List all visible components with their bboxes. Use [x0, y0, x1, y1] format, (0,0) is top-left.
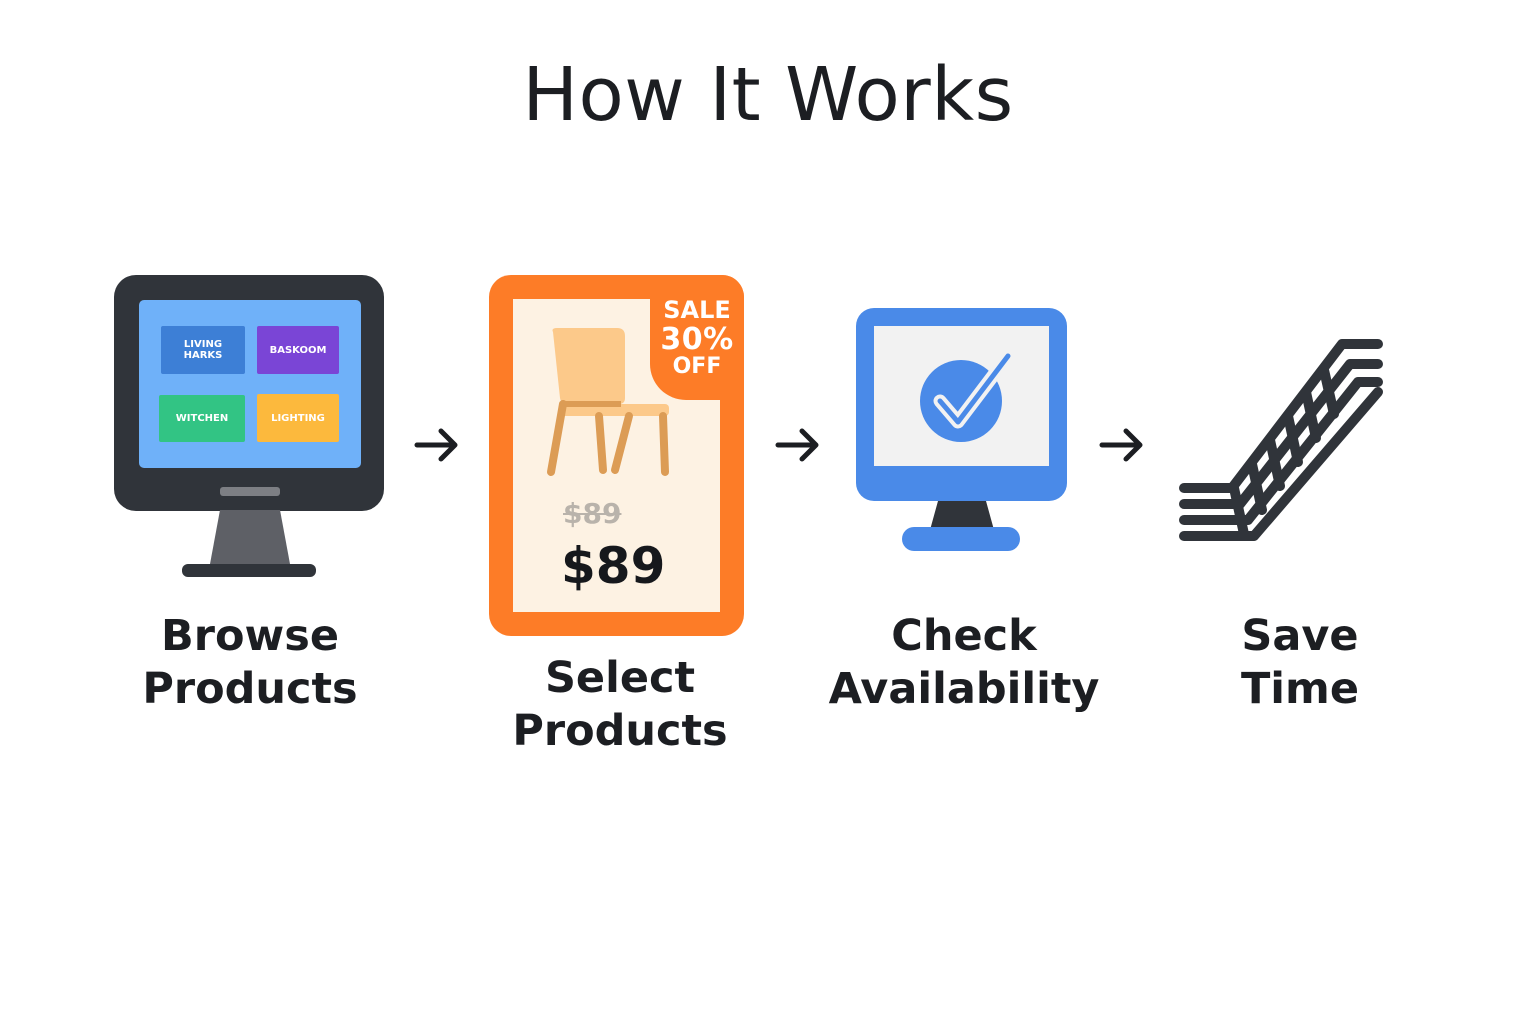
step-label-check: Check Availability [814, 610, 1114, 716]
category-tile-kitchen: WITCHEN [159, 395, 245, 442]
arrow-right-icon [775, 428, 819, 462]
step-label-line: Select [544, 653, 696, 703]
category-tile-bedroom: BASKOOM [257, 326, 339, 374]
page-title: How It Works [522, 52, 1014, 138]
sale-price: $89 [561, 537, 666, 595]
sale-badge-line2: 30% [660, 322, 734, 357]
browse-monitor-icon: LIVING HARKS BASKOOM WITCHEN LIGHTING [114, 275, 384, 511]
sale-badge-text: SALE 30% OFF [650, 295, 744, 379]
escalator-icon [1179, 339, 1383, 541]
step-label-line: Time [1240, 664, 1360, 714]
step-label-save: Save Time [1150, 610, 1450, 716]
category-tile-lighting: LIGHTING [257, 394, 339, 442]
sale-badge [650, 275, 744, 400]
step-label-line: Products [512, 706, 728, 756]
sale-badge-line1: SALE [663, 296, 731, 324]
sale-badge-line3: OFF [672, 354, 722, 379]
sale-card: SALE 30% OFF $89 $89 [489, 275, 744, 636]
arrow-right-icon [1099, 428, 1143, 462]
original-price: $89 [563, 497, 622, 530]
arrow-right-icon [414, 428, 458, 462]
step-label-select: Select Products [470, 652, 770, 758]
step-label-browse: Browse Products [100, 610, 400, 716]
step-label-line: Products [142, 664, 358, 714]
step-label-line: Availability [828, 664, 1100, 714]
monitor-stand-icon [182, 510, 316, 577]
step-label-line: Save [1241, 611, 1359, 661]
chair-icon [547, 328, 669, 476]
availability-monitor-icon [856, 308, 1067, 551]
monitor-screen: LIVING HARKS BASKOOM WITCHEN LIGHTING [139, 300, 361, 468]
step-label-line: Check [891, 611, 1037, 661]
monitor-power-bar [220, 487, 280, 496]
category-tile-living: LIVING HARKS [161, 326, 245, 374]
step-label-line: Browse [160, 611, 339, 661]
